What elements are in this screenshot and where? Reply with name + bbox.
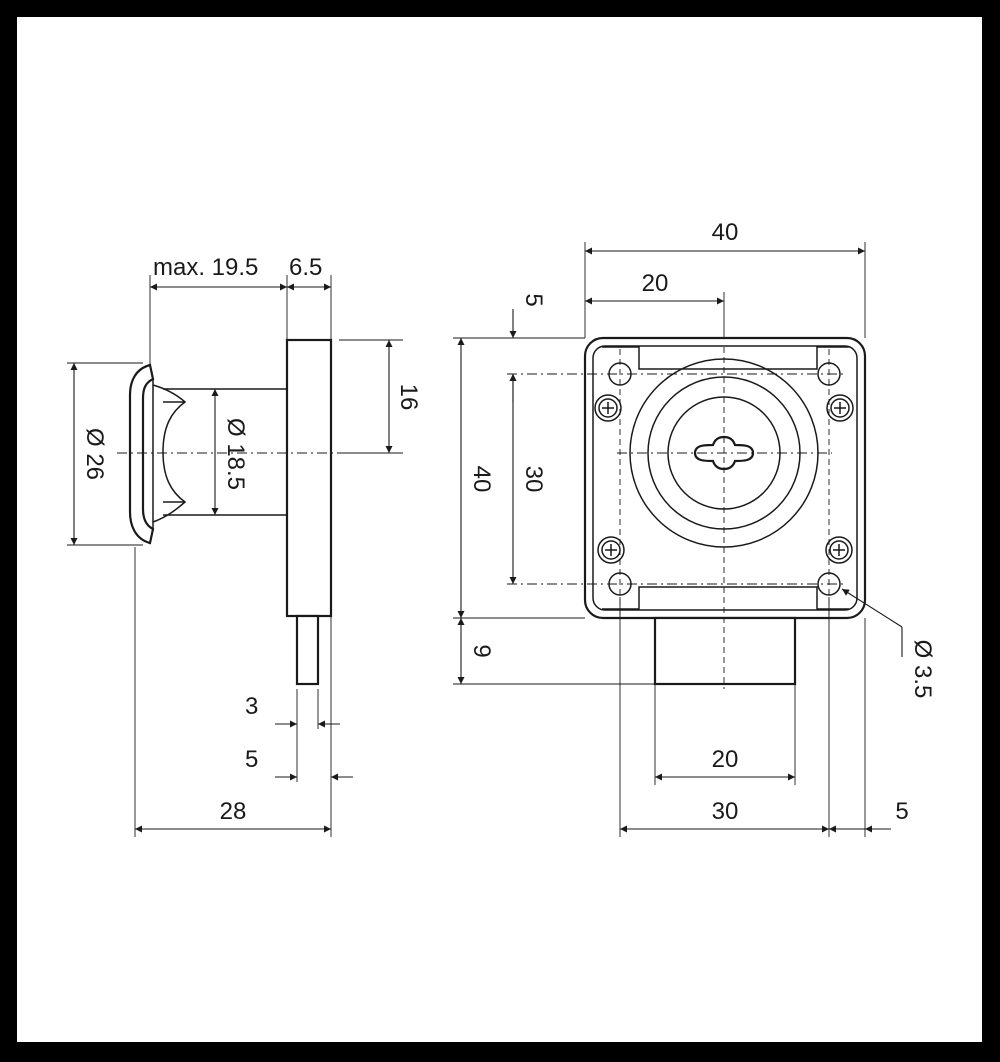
label-body-diameter: Ø 18.5 [222, 418, 249, 490]
label-bolt-width-front: 20 [712, 746, 739, 773]
dim-max-depth [149, 275, 332, 365]
leader-hole-diameter [841, 588, 903, 657]
dim-bolt-projection [453, 618, 655, 685]
dim-overall-width [584, 242, 866, 338]
drawing-sheet: max. 19.5 6.5 16 Ø 26 Ø 18.5 3 [17, 17, 982, 1042]
lock-head [128, 363, 187, 545]
dim-bolt-width-front [654, 684, 796, 785]
plate-outline [602, 346, 849, 610]
screw-icon-top-left [594, 394, 622, 422]
label-flange-height: 16 [395, 384, 422, 411]
dim-top-hole-offset [505, 309, 585, 403]
label-head-diameter: Ø 26 [81, 428, 108, 480]
label-hole-diameter: Ø 3.5 [909, 640, 936, 699]
front-bolt [653, 616, 797, 686]
label-hole-center-distance: 30 [712, 798, 739, 825]
label-overall-width: 40 [712, 219, 739, 246]
dim-overall-depth [134, 547, 332, 837]
screw-icon-bottom-right [825, 536, 853, 564]
dim-flange-height [339, 339, 403, 454]
label-overall-depth: 28 [220, 798, 247, 825]
dim-bolt-offset [275, 617, 353, 782]
dim-half-width [585, 292, 725, 338]
dim-hole-center-distance [619, 597, 891, 837]
front-view: 40 20 5 40 30 9 [453, 219, 936, 837]
label-bolt-offset: 5 [245, 746, 258, 773]
screw-icon-top-right [826, 394, 854, 422]
dim-head-diameter [67, 362, 143, 546]
lock-body-inner [592, 345, 858, 611]
side-view: max. 19.5 6.5 16 Ø 26 Ø 18.5 3 [67, 254, 422, 837]
label-top-hole-offset: 5 [520, 293, 547, 306]
label-bolt-width: 3 [245, 693, 258, 720]
label-hole-spacing: 30 [520, 466, 547, 493]
flange [285, 338, 333, 618]
dim-overall-height [453, 337, 585, 619]
dim-bolt-width [275, 689, 340, 729]
label-max-depth: max. 19.5 [153, 254, 258, 281]
label-flange-thickness: 6.5 [289, 254, 322, 281]
label-edge-offset: 5 [895, 798, 908, 825]
label-overall-height: 40 [468, 466, 495, 493]
label-bolt-projection: 9 [468, 644, 495, 657]
bolt [295, 614, 320, 686]
label-half-width: 20 [642, 270, 669, 297]
technical-drawing: max. 19.5 6.5 16 Ø 26 Ø 18.5 3 [67, 219, 936, 837]
